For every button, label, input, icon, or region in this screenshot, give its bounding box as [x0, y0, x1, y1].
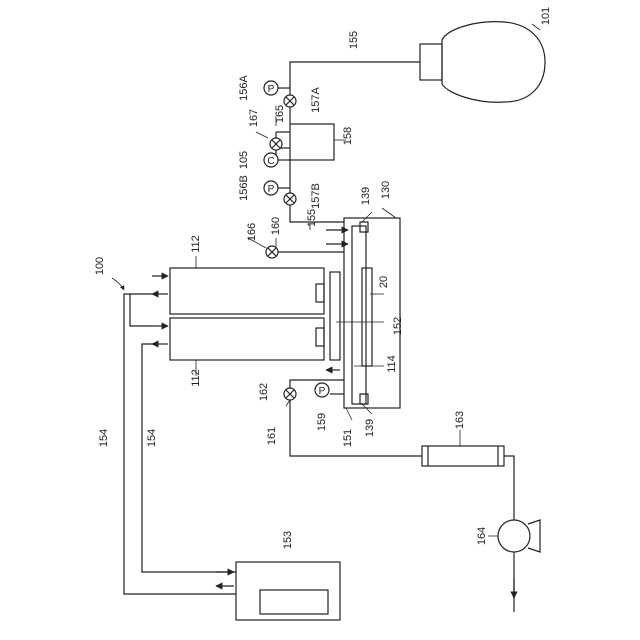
gas-cylinder	[420, 22, 545, 103]
chiller-arrows	[216, 572, 234, 586]
label-154-right: 154	[146, 429, 158, 447]
valve-157b	[284, 193, 296, 205]
valve-162	[284, 388, 296, 400]
symbol-p-159: P	[319, 386, 326, 397]
label-130: 130	[380, 181, 392, 199]
label-156b: 156B	[238, 175, 250, 201]
label-166: 166	[246, 223, 258, 241]
label-158: 158	[342, 127, 354, 145]
chiller-153	[236, 562, 340, 620]
vacuum-pump-164	[498, 520, 540, 612]
label-165: 165	[274, 105, 286, 123]
label-154-left: 154	[98, 429, 110, 447]
label-155-mid: 155	[306, 209, 318, 227]
heat-module-upper	[170, 268, 324, 314]
label-100: 100	[94, 257, 106, 275]
label-152: 152	[392, 317, 404, 335]
label-159: 159	[316, 413, 328, 431]
label-20: 20	[378, 276, 390, 288]
plate-152	[330, 272, 340, 360]
label-112-top: 112	[190, 235, 202, 253]
heat-module-lower	[170, 318, 324, 360]
module-arrows	[152, 276, 168, 344]
symbol-c: C	[267, 156, 274, 167]
trap-163	[422, 446, 504, 466]
label-161: 161	[266, 427, 278, 445]
label-139-top: 139	[360, 187, 372, 205]
label-164: 164	[476, 527, 488, 545]
label-160: 160	[270, 217, 282, 235]
label-155-top: 155	[348, 31, 360, 49]
label-162: 162	[258, 383, 270, 401]
symbol-p-156b: P	[268, 184, 275, 195]
label-139-bottom: 139	[364, 419, 376, 437]
label-114: 114	[386, 355, 398, 373]
label-156a: 156A	[238, 75, 250, 101]
label-153: 153	[282, 531, 294, 549]
label-157b: 157B	[310, 183, 322, 209]
symbol-p-156a: P	[268, 84, 275, 95]
chamber-130	[344, 218, 400, 408]
label-167: 167	[248, 109, 260, 127]
pump-line	[504, 456, 514, 520]
label-163: 163	[454, 411, 466, 429]
label-157a: 157A	[310, 87, 322, 113]
concentration-unit-158	[290, 124, 334, 160]
label-151: 151	[342, 429, 354, 447]
label-105: 105	[238, 151, 250, 169]
label-101: 101	[540, 7, 552, 25]
label-112-bottom: 112	[190, 369, 202, 387]
valve-165	[270, 138, 282, 150]
